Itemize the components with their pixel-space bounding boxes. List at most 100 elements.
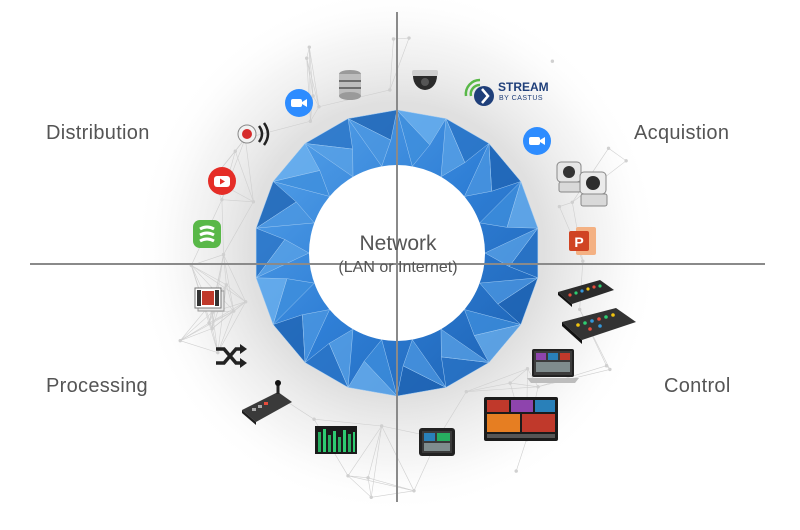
- web-node: [178, 338, 182, 343]
- web-link: [466, 386, 539, 392]
- web-link: [208, 311, 213, 324]
- multiview-monitor-icon: [484, 397, 558, 441]
- ring-facet: [463, 143, 492, 197]
- zoom-icon: [285, 89, 313, 117]
- web-link: [608, 148, 627, 162]
- web-node: [311, 94, 315, 98]
- web-link: [559, 201, 573, 207]
- web-link: [211, 312, 219, 353]
- ring-facet: [328, 328, 354, 388]
- laptop-icon: [527, 349, 579, 383]
- web-node: [366, 476, 370, 480]
- powerpoint-icon: P: [569, 227, 596, 255]
- web-node: [305, 56, 309, 60]
- ring-facet: [363, 339, 398, 397]
- web-node: [221, 252, 226, 257]
- web-node: [508, 381, 512, 385]
- web-link: [226, 284, 246, 303]
- stream-app-icon: [193, 220, 221, 248]
- web-link: [223, 254, 246, 302]
- web-node: [550, 59, 555, 63]
- web-node: [308, 119, 313, 123]
- web-node: [557, 204, 562, 209]
- zoom-icon: [523, 127, 551, 155]
- web-link: [226, 284, 235, 312]
- ring-facet: [347, 118, 392, 167]
- database-icon: [339, 70, 361, 100]
- web-link: [191, 265, 227, 286]
- web-link: [515, 439, 527, 472]
- quadrant-label-distribution: Distribution: [46, 122, 150, 144]
- web-node: [604, 364, 609, 368]
- web-link: [306, 58, 320, 107]
- ring-facet: [272, 278, 315, 325]
- web-link: [347, 475, 372, 498]
- web-node: [464, 389, 469, 394]
- web-link: [466, 368, 528, 392]
- youtube-icon: [208, 167, 236, 195]
- web-link: [223, 254, 227, 285]
- web-link: [312, 95, 320, 107]
- ring-facet: [479, 181, 522, 228]
- web-node: [233, 149, 237, 153]
- web-link: [212, 301, 246, 329]
- web-node: [312, 417, 316, 421]
- web-node: [581, 259, 585, 263]
- web-link: [221, 199, 224, 255]
- stream-logo-subtext: BY CASTUS: [499, 95, 544, 102]
- svg-text:P: P: [574, 234, 583, 250]
- web-node: [243, 300, 248, 304]
- shuffle-icon: [216, 344, 247, 368]
- ring-facet: [479, 277, 538, 305]
- stream-logo-mark: [464, 78, 494, 106]
- web-node: [608, 367, 612, 372]
- web-link: [310, 106, 320, 122]
- web-node: [570, 200, 575, 204]
- web-node: [379, 424, 384, 428]
- ptz-controller-icon: [242, 380, 292, 425]
- web-link: [221, 199, 254, 203]
- ring-facet: [256, 201, 315, 229]
- video-switcher-icon: [558, 280, 614, 307]
- ring-facet: [484, 227, 539, 267]
- ptz-camera-icon: [556, 161, 608, 207]
- network-title: Network: [359, 232, 437, 255]
- web-node: [412, 489, 416, 493]
- web-node: [578, 307, 582, 312]
- web-node: [232, 309, 236, 313]
- horizontal-axis: [30, 263, 765, 265]
- web-node: [210, 326, 214, 331]
- quadrant-label-processing: Processing: [46, 375, 148, 397]
- ring-facet: [273, 170, 330, 197]
- web-link: [367, 425, 382, 478]
- web-node: [317, 105, 321, 109]
- web-link: [309, 47, 320, 107]
- web-node: [514, 469, 518, 473]
- web-link: [509, 368, 528, 384]
- tablet-icon: [419, 428, 455, 456]
- web-node: [536, 385, 540, 389]
- ring-facets: [255, 109, 539, 397]
- web-link: [223, 201, 254, 255]
- quadrant-label-control: Control: [664, 375, 731, 397]
- web-link: [347, 475, 415, 492]
- web-node: [346, 474, 350, 478]
- web-node: [224, 283, 229, 287]
- web-node: [407, 36, 411, 40]
- web-node: [606, 146, 611, 150]
- web-link: [180, 340, 218, 353]
- ring-facet: [302, 309, 331, 363]
- web-node: [216, 350, 220, 355]
- dome-camera-icon: [412, 70, 438, 90]
- web-link: [217, 284, 227, 353]
- web-link: [306, 47, 310, 59]
- web-link: [180, 328, 213, 341]
- web-link: [217, 310, 235, 353]
- web-node: [388, 88, 392, 92]
- audio-meter-icon: [315, 426, 357, 454]
- web-link: [579, 261, 584, 310]
- web-node: [207, 321, 211, 325]
- ring-facet: [402, 339, 447, 388]
- web-node: [624, 159, 628, 163]
